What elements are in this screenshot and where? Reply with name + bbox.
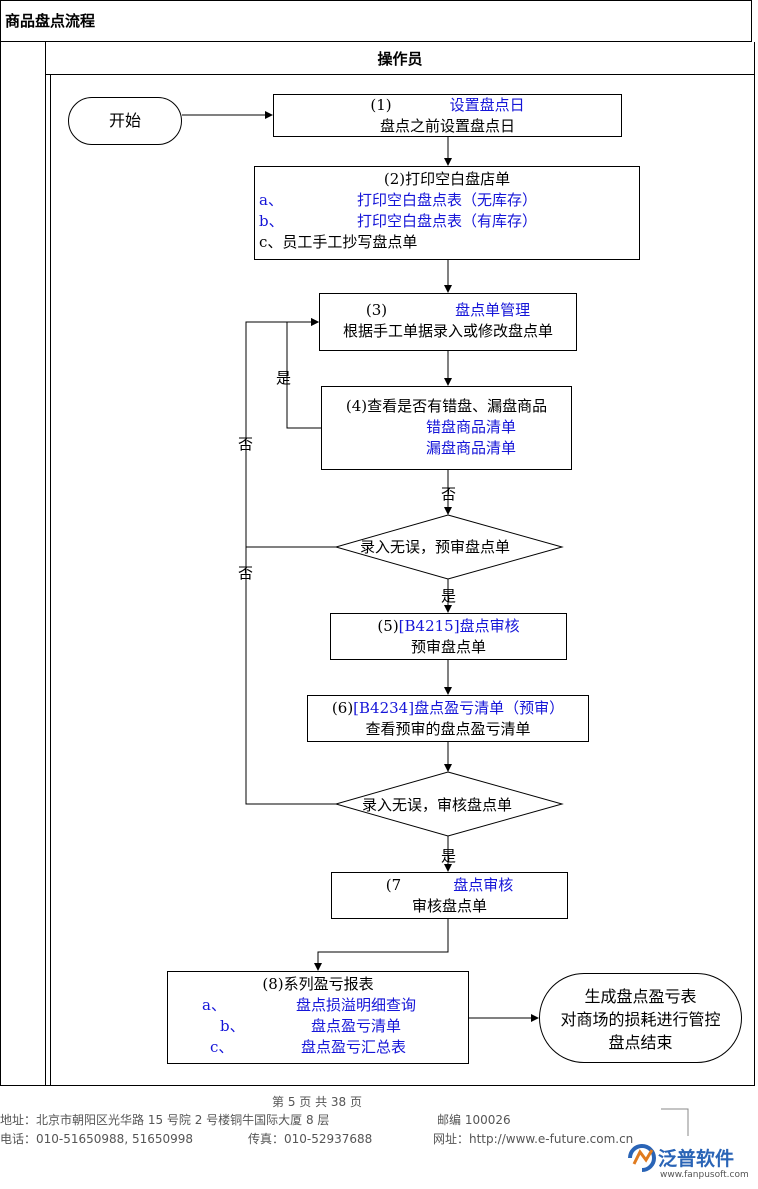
logo-url: www.fanpusoft.com	[660, 1170, 749, 1180]
step5-box: (5)[B4215]盘点审核 预审盘点单	[330, 613, 567, 660]
loop-decision1-no	[245, 318, 336, 548]
end-terminal: 生成盘点盈亏表 对商场的损耗进行管控 盘点结束	[539, 973, 742, 1063]
lane-header: 操作员	[45, 42, 755, 75]
step2-a-link[interactable]: 打印空白盘点表（无库存）	[357, 191, 538, 209]
logo-text: 泛普软件	[658, 1148, 735, 1170]
label-no-loop2: 否	[238, 564, 254, 582]
step5-desc: 预审盘点单	[410, 638, 486, 656]
step2-b-link[interactable]: 打印空白盘点表（有库存）	[357, 212, 538, 230]
arrow-step7-step8	[314, 918, 449, 971]
decision1-text: 录入无误，预审盘点单	[360, 538, 511, 556]
label-yes-step4: 是	[276, 369, 292, 387]
step4-link2[interactable]: 漏盘商品清单	[426, 439, 517, 457]
step4-title: (4)查看是否有错盘、漏盘商品	[345, 397, 548, 415]
step8-title: (8)系列盈亏报表	[262, 975, 374, 993]
end-line1: 生成盘点盈亏表	[584, 987, 697, 1006]
footer-fax: 传真：010-52937688	[248, 1132, 373, 1146]
page-title: 商品盘点流程	[0, 0, 752, 42]
step2-box: (2)打印空白盘店单 a、 打印空白盘点表（无库存） b、 打印空白盘点表（有库…	[254, 166, 640, 260]
step2-c-text: c、员工手工抄写盘点单	[259, 233, 418, 251]
step6-box: (6)[B4234]盘点盈亏清单（预审） 查看预审的盘点盈亏清单	[307, 695, 589, 742]
footer-address: 地址：北京市朝阳区光华路 15 号院 2 号楼铜牛国际大厦 8 层	[0, 1113, 330, 1127]
step6-link[interactable]: [B4234]盘点盈亏清单（预审）	[353, 699, 565, 717]
step2-a-prefix: a、	[259, 191, 283, 209]
step4-link1[interactable]: 错盘商品清单	[426, 418, 517, 436]
loop-decision2-no	[245, 547, 336, 805]
footer-postcode: 邮编 100026	[437, 1113, 511, 1127]
start-terminal: 开始	[68, 97, 182, 145]
step5-link[interactable]: [B4215]盘点审核	[398, 617, 520, 635]
swimlane	[45, 42, 755, 1086]
step8-box: (8)系列盈亏报表 a、 盘点损溢明细查询 b、 盘点盈亏清单 c、 盘点盈亏汇…	[167, 971, 469, 1064]
fanpu-logo-icon	[628, 1144, 656, 1172]
step7-desc: 审核盘点单	[411, 897, 487, 915]
step6-desc: 查看预审的盘点盈亏清单	[365, 720, 531, 738]
step1-link[interactable]: 设置盘点日	[449, 96, 525, 114]
step1-number: (1)	[370, 96, 392, 114]
step8-b-prefix: b、	[220, 1017, 245, 1035]
step6-number: (6)	[331, 699, 354, 717]
step1-desc: 盘点之前设置盘点日	[379, 117, 515, 135]
lane-inner-border	[50, 75, 51, 1086]
end-line2: 对商场的损耗进行管控	[560, 1010, 721, 1029]
loop-step4-yes	[286, 318, 321, 429]
step3-number: (3)	[365, 301, 388, 319]
step8-a-prefix: a、	[202, 996, 226, 1014]
step4-box: (4)查看是否有错盘、漏盘商品 错盘商品清单 漏盘商品清单	[321, 386, 572, 470]
step8-a-link[interactable]: 盘点损溢明细查询	[296, 996, 417, 1014]
lane-left-column	[0, 42, 45, 1086]
step7-link[interactable]: 盘点审核	[453, 876, 514, 894]
step8-c-link[interactable]: 盘点盈亏汇总表	[301, 1038, 407, 1056]
start-label: 开始	[108, 111, 141, 130]
step3-link[interactable]: 盘点单管理	[455, 301, 531, 319]
step3-desc: 根据手工单据录入或修改盘点单	[342, 322, 553, 340]
footer-website[interactable]: 网址：http://www.e-future.com.cn	[433, 1132, 634, 1146]
step1-box: (1) 设置盘点日 盘点之前设置盘点日	[273, 94, 622, 137]
label-no-step4: 否	[441, 485, 457, 503]
footer-page-number: 第 5 页 共 38 页	[272, 1095, 362, 1109]
step5-number: (5)	[377, 617, 399, 635]
step8-c-prefix: c、	[210, 1038, 234, 1056]
step3-box: (3) 盘点单管理 根据手工单据录入或修改盘点单	[319, 293, 577, 351]
corner-mark	[661, 1108, 689, 1136]
label-yes-decision1: 是	[441, 587, 457, 605]
label-no-loop1: 否	[238, 435, 254, 453]
footer-phone: 电话：010-51650988, 51650998	[0, 1132, 194, 1146]
label-yes-decision2: 是	[441, 847, 457, 865]
step8-b-link[interactable]: 盘点盈亏清单	[311, 1017, 402, 1035]
end-line3: 盘点结束	[608, 1033, 673, 1052]
step7-box: (7 盘点审核 审核盘点单	[331, 872, 568, 919]
step2-b-prefix: b、	[259, 212, 284, 230]
step7-number: (7	[385, 876, 402, 894]
step2-title: (2)打印空白盘店单	[383, 170, 511, 188]
decision2-text: 录入无误，审核盘点单	[362, 796, 513, 814]
